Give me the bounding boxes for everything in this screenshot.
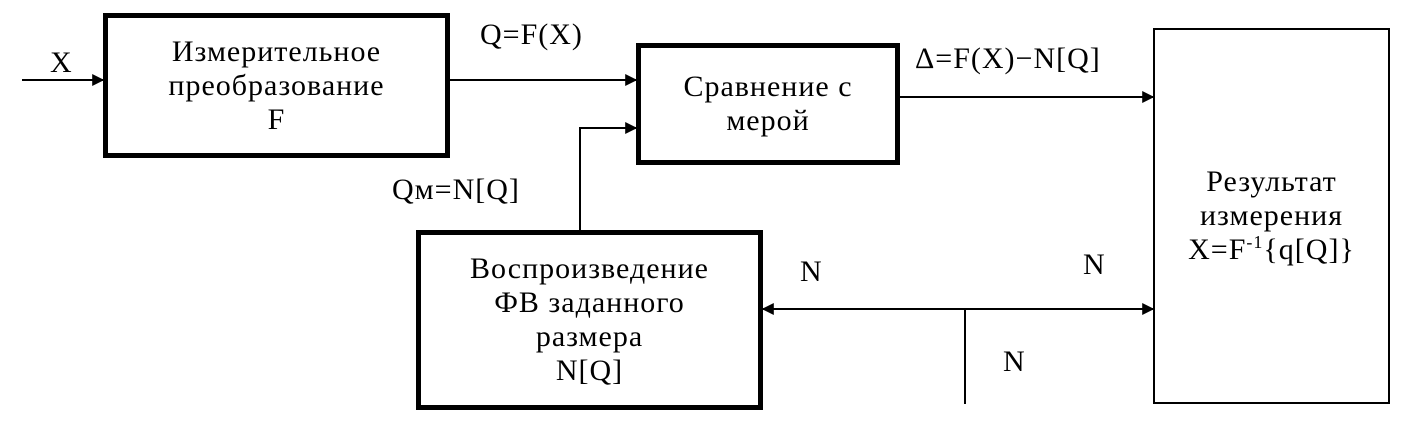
reproduce-line-2: ФВ заданного xyxy=(494,286,685,319)
label-n-left: N xyxy=(800,255,823,288)
result-block: Результат измерения X=F-1{q[Q]} xyxy=(1153,28,1390,404)
compare-block: Сравнение с мерой xyxy=(636,43,900,165)
reproduce-line-1: Воспроизведение xyxy=(470,252,709,285)
label-delta: Δ=F(X)−N[Q] xyxy=(915,42,1101,75)
transform-line-2: преобразование xyxy=(168,68,385,102)
result-line-2: измерения xyxy=(1199,199,1343,232)
transform-block: Измерительное преобразование F xyxy=(103,13,450,158)
result-formula: X=F-1{q[Q]} xyxy=(1188,233,1355,267)
reproduce-block: Воспроизведение ФВ заданного размера N[Q… xyxy=(416,230,763,410)
transform-line-1: Измерительное xyxy=(171,34,382,68)
label-qm: Qм=N[Q] xyxy=(392,173,520,206)
label-n-right: N xyxy=(1083,248,1106,281)
label-input-x: X xyxy=(50,46,73,79)
label-n-bottom: N xyxy=(1003,345,1026,378)
qm-arrow xyxy=(579,122,638,230)
label-q: Q=F(X) xyxy=(480,18,583,51)
transform-line-3: F xyxy=(267,102,286,136)
result-formula-rhs: {q[Q]} xyxy=(1263,233,1355,266)
result-line-1: Результат xyxy=(1206,165,1337,198)
compare-line-1: Сравнение с xyxy=(683,70,853,103)
result-formula-exp: -1 xyxy=(1246,232,1264,252)
result-formula-lhs: X=F xyxy=(1188,233,1247,266)
reproduce-line-3: размера xyxy=(535,320,644,353)
compare-line-2: мерой xyxy=(726,104,810,137)
reproduce-line-4: N[Q] xyxy=(555,354,624,387)
